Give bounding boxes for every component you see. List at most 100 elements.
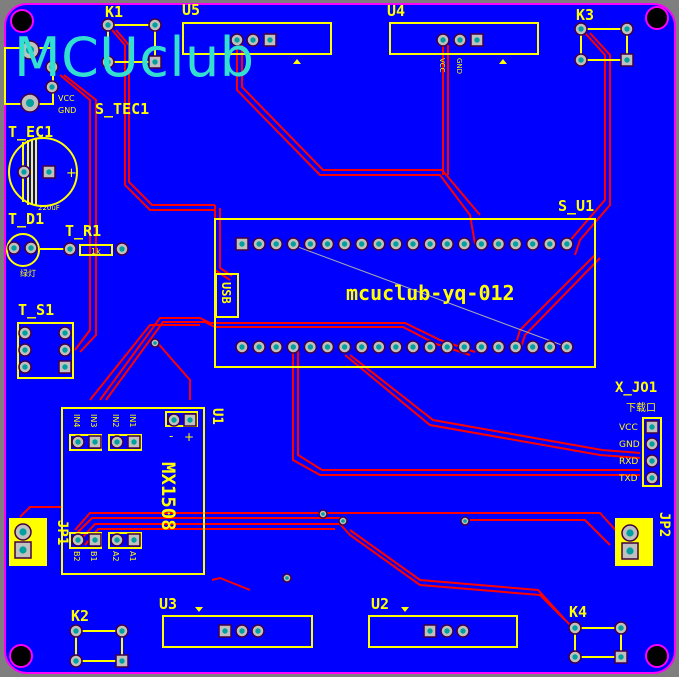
pad-hole	[626, 529, 634, 537]
mounting-hole-icon	[645, 644, 669, 668]
pad-hole	[495, 344, 502, 350]
x-jo1-title: 下载口	[626, 402, 656, 414]
pad-hole	[564, 344, 570, 350]
pad-hole	[649, 424, 655, 430]
pad-hole	[62, 330, 68, 336]
pad-hole	[255, 628, 261, 634]
pad-hole	[273, 241, 279, 247]
pad-hole	[11, 245, 17, 251]
ref-u4: U4	[387, 2, 405, 20]
mounting-holes	[9, 6, 669, 668]
logo: MCUclub	[14, 26, 254, 89]
pad-hole	[530, 344, 536, 350]
pad-hole	[393, 344, 399, 350]
pad-hole	[512, 241, 519, 247]
pad-hole	[131, 439, 137, 445]
pad-hole	[376, 241, 382, 247]
pad-hole	[359, 344, 365, 350]
pad-hole	[427, 344, 433, 350]
ref-k4: K4	[569, 603, 587, 621]
pad-hole	[410, 344, 416, 350]
t-d1-value: 绿灯	[20, 268, 36, 278]
pin-vcc: VCC	[619, 423, 638, 433]
pad-hole	[19, 546, 27, 554]
pad-hole	[153, 341, 157, 345]
pad-hole	[119, 246, 125, 252]
pad-hole	[171, 417, 177, 423]
pad-hole	[393, 241, 399, 247]
pin-in1: IN1	[128, 414, 137, 427]
pad-hole	[285, 576, 289, 580]
pad-hole	[92, 439, 98, 445]
pad-hole	[73, 628, 79, 634]
pad-hole	[460, 628, 466, 634]
pad-hole	[290, 344, 296, 350]
ref-x-jo1: X_JO1	[615, 380, 657, 396]
pin-gnd: GND	[58, 106, 76, 115]
t-ec1-value: 220uF	[38, 204, 60, 212]
u1-name: MX1508	[157, 462, 179, 531]
pad-hole	[131, 537, 137, 543]
pad-hole	[572, 654, 578, 660]
pad-hole	[649, 441, 655, 447]
pad-hole	[22, 347, 28, 353]
pin-in3: IN3	[89, 414, 98, 427]
pad-hole	[341, 344, 348, 350]
pad-hole	[250, 37, 256, 43]
ref-u1: U1	[209, 408, 225, 425]
pad-hole	[495, 241, 502, 247]
pad-hole	[624, 26, 630, 32]
pad-hole	[114, 537, 120, 543]
pad-hole	[49, 84, 55, 90]
ref-jp1: JP1	[54, 520, 70, 545]
pad-hole	[222, 628, 228, 634]
pad-hole	[578, 57, 584, 63]
ref-s-tec1: S_TEC1	[95, 100, 149, 118]
pin-txd: TXD	[618, 474, 638, 484]
pad-hole	[530, 241, 536, 247]
pad-hole	[25, 45, 35, 55]
pad-hole	[474, 37, 480, 43]
pad-hole	[114, 439, 120, 445]
pad-hole	[572, 625, 578, 631]
u4-pin-gnd: GND	[455, 58, 463, 74]
ref-t-s1: T_S1	[18, 301, 54, 319]
pad-hole	[234, 37, 240, 43]
pad-hole	[19, 528, 27, 536]
pad-hole	[624, 57, 630, 63]
pad-hole	[73, 658, 79, 664]
pad-hole	[324, 344, 331, 350]
pin-b1: B1	[89, 551, 98, 562]
pin-in2: IN2	[111, 414, 120, 427]
pad-hole	[307, 241, 314, 247]
pad-hole	[478, 241, 485, 247]
pad-hole	[578, 26, 584, 32]
t-r1-value: 1k	[91, 247, 101, 256]
ref-k1: K1	[105, 3, 123, 21]
pad-hole	[62, 347, 68, 353]
pin-a1: A1	[128, 551, 137, 562]
mounting-hole-icon	[10, 9, 34, 33]
pad-hole	[21, 169, 27, 175]
pin-vcc: VCC	[58, 94, 75, 103]
pad-hole	[618, 654, 624, 660]
pad-hole	[239, 344, 245, 350]
pad-hole	[152, 22, 158, 28]
pin-in4: IN4	[72, 414, 81, 427]
pad-hole	[547, 344, 553, 350]
pad-hole	[341, 241, 348, 247]
pad-hole	[427, 241, 433, 247]
ref-t-d1: T_D1	[8, 210, 44, 228]
power-minus: -	[169, 429, 173, 443]
pad-hole	[564, 241, 570, 247]
pad-hole	[22, 330, 28, 336]
pad-hole	[28, 245, 34, 251]
pad-hole	[461, 344, 467, 350]
pin-b2: B2	[72, 551, 81, 562]
pad-hole	[239, 241, 245, 247]
pad-hole	[267, 37, 273, 43]
pad-hole	[256, 344, 262, 350]
power-plus: +	[184, 430, 194, 444]
pin-rxd: RXD	[619, 457, 638, 467]
board-name: mcuclub-yq-012	[346, 281, 515, 305]
